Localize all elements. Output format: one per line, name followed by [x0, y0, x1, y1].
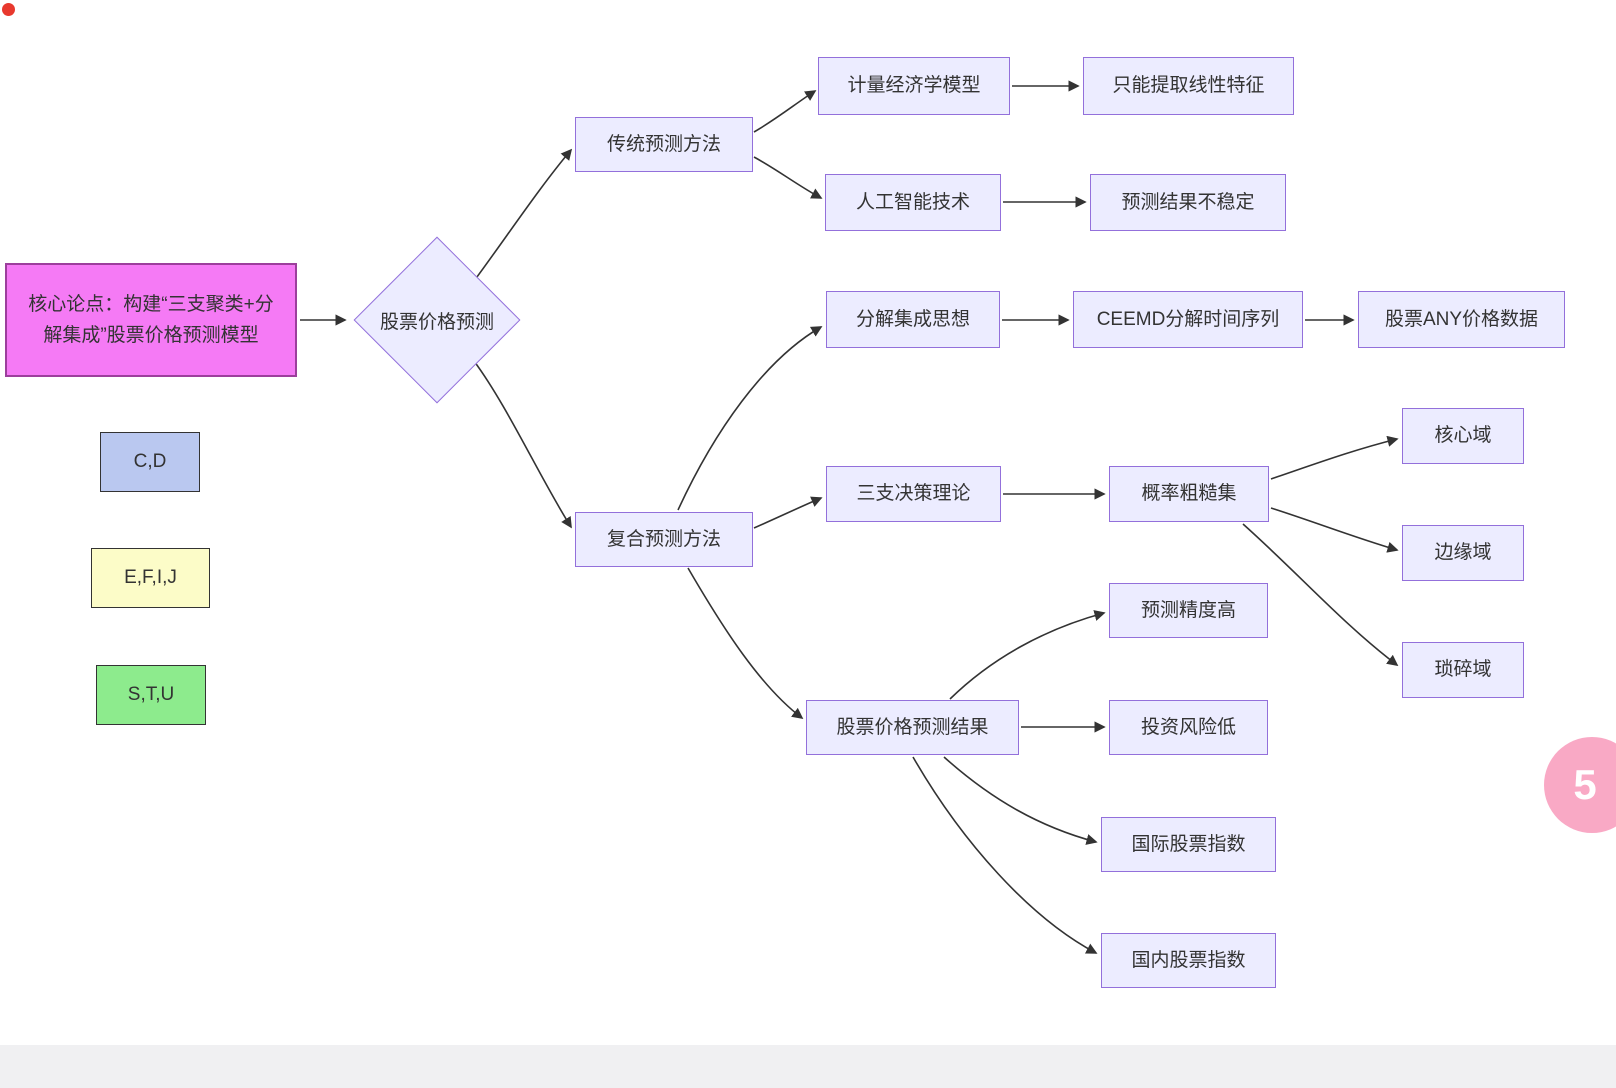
edge-composite-to-result [687, 567, 804, 720]
node-traditional-methods: 传统预测方法 [575, 117, 753, 172]
node-core-thesis: 核心论点：构建“三支聚类+分解集成”股票价格预测模型 [5, 263, 297, 377]
node-stock-price-prediction: 股票价格预测 [353, 236, 521, 404]
legend-efij: E,F,I,J [91, 548, 210, 608]
node-low-risk: 投资风险低 [1109, 700, 1268, 755]
edge-result-to-domestic [912, 756, 1098, 954]
node-prediction-result: 股票价格预测结果 [806, 700, 1019, 755]
legend-stu: S,T,U [96, 665, 206, 725]
node-trivial-region: 琐碎域 [1402, 642, 1524, 698]
edge-roughset-to-boundary [1270, 507, 1399, 553]
legend-cd: C,D [100, 432, 200, 492]
edge-composite-to-decomposition [677, 326, 823, 511]
edge-traditional-to-econometric [753, 90, 817, 133]
node-ai-technology: 人工智能技术 [825, 174, 1001, 231]
node-domestic-stock-index: 国内股票指数 [1101, 933, 1276, 988]
record-dot-icon [2, 3, 15, 16]
watermark-glyph: 5 [1573, 761, 1597, 808]
node-stock-any-price-data: 股票ANY价格数据 [1358, 291, 1565, 348]
edge-roughset-to-core [1270, 435, 1399, 480]
node-decomposition-ensemble: 分解集成思想 [826, 291, 1000, 348]
node-three-way-decision: 三支决策理论 [826, 466, 1001, 522]
node-core-region: 核心域 [1402, 408, 1524, 464]
node-stock-price-prediction-label: 股票价格预测 [379, 311, 494, 333]
edge-decision-to-traditional [473, 148, 573, 282]
bottom-strip [0, 1045, 1616, 1088]
watermark-badge[interactable]: 5 [1544, 737, 1616, 833]
edge-decision-to-composite [473, 360, 572, 529]
node-ceemd-decompose: CEEMD分解时间序列 [1073, 291, 1303, 348]
edge-composite-to-threeway [753, 496, 823, 529]
edge-roughset-to-trivial [1242, 523, 1399, 667]
edge-result-to-accuracy [949, 610, 1106, 700]
node-composite-methods: 复合预测方法 [575, 512, 753, 567]
node-probabilistic-rough-set: 概率粗糙集 [1109, 466, 1269, 522]
node-high-accuracy: 预测精度高 [1109, 583, 1268, 638]
edge-result-to-intl [943, 756, 1098, 845]
edge-traditional-to-ai [753, 156, 823, 199]
node-linear-features-only: 只能提取线性特征 [1083, 57, 1294, 115]
node-boundary-region: 边缘域 [1402, 525, 1524, 581]
node-econometric-model: 计量经济学模型 [818, 57, 1010, 115]
node-intl-stock-index: 国际股票指数 [1101, 817, 1276, 872]
node-unstable-results: 预测结果不稳定 [1090, 174, 1286, 231]
